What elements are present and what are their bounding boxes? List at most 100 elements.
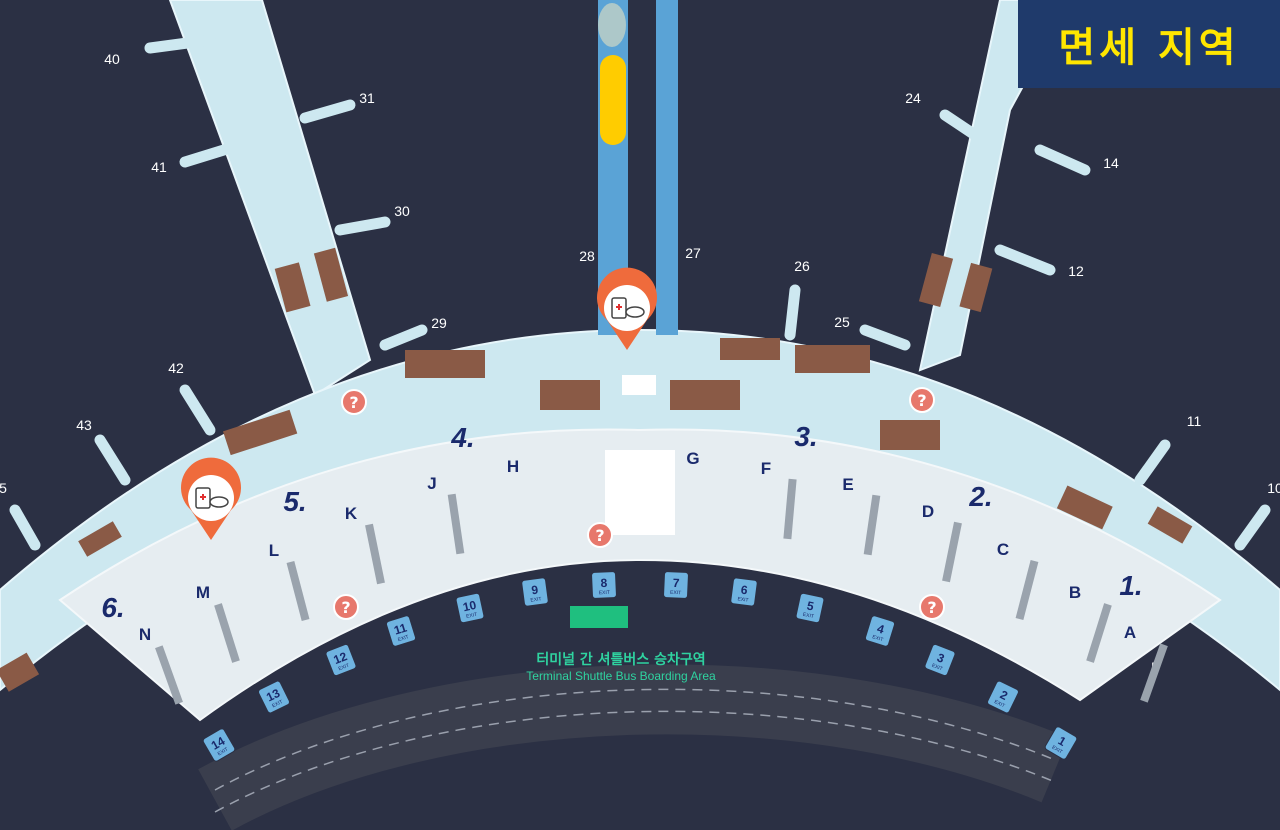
shop-blocks (0, 247, 1193, 692)
info-glyph: ? (341, 598, 350, 617)
question-mark-icon[interactable]: ? (909, 387, 935, 413)
exit-number: 14 (209, 734, 228, 753)
exit-label: EXIT (737, 596, 749, 603)
gate-number-label: 41 (151, 159, 167, 175)
exit-label: EXIT (871, 634, 883, 643)
exit-box (1044, 726, 1078, 760)
info-glyph: ? (917, 391, 926, 410)
exit-box (521, 577, 549, 607)
counter-letter: D (922, 502, 934, 521)
exit-number: 12 (332, 649, 350, 667)
zone-number: 4. (450, 422, 474, 453)
exit-label: EXIT (338, 663, 351, 673)
gate-number-label: 28 (579, 248, 595, 264)
exit-number: 5 (806, 598, 816, 613)
counter-letter: N (139, 625, 151, 644)
exit-label: EXIT (931, 663, 944, 673)
bus-area-english: Terminal Shuttle Bus Boarding Area (526, 669, 716, 683)
exit-box (663, 571, 689, 599)
exit-box (202, 728, 236, 762)
gate-number-label: 5 (0, 480, 7, 496)
info-glyph: ? (349, 393, 358, 412)
zone-number: 5. (283, 486, 306, 517)
gate-number-label: 31 (359, 90, 375, 106)
center-kiosk (622, 375, 656, 395)
counter-island (214, 603, 240, 663)
center-hall (605, 450, 675, 535)
zone-number: 6. (101, 592, 124, 623)
exit-number: 10 (462, 598, 478, 615)
gate-stubs (9, 34, 1271, 551)
counter-letter: G (686, 449, 699, 468)
counter-letter: B (1069, 583, 1081, 602)
exit-number: 11 (392, 620, 409, 637)
exit-label: EXIT (599, 590, 610, 596)
counter-letter: E (842, 475, 853, 494)
counter-letter: J (427, 474, 436, 493)
zone-number: 3. (794, 421, 817, 452)
pharmacy-pin-center[interactable] (597, 267, 657, 350)
counter-letter: C (997, 540, 1009, 559)
exit-label: EXIT (217, 747, 230, 758)
concourse (0, 0, 1280, 722)
gate-number-label: 26 (794, 258, 810, 274)
counter-letter: K (345, 504, 358, 523)
question-mark-icon[interactable]: ? (333, 594, 359, 620)
exit-number: 7 (672, 576, 680, 590)
counter-island (783, 478, 797, 540)
counter-island (942, 521, 962, 583)
counter-letter: F (761, 459, 771, 478)
zone-number: 2. (968, 481, 992, 512)
question-mark-icon[interactable]: ? (587, 522, 613, 548)
gate-number-label: 14 (1103, 155, 1119, 171)
counter-island (286, 560, 310, 622)
bus-stop-marker (570, 606, 628, 628)
pharmacy-pin-left[interactable] (181, 457, 241, 540)
counter-island (1140, 643, 1168, 703)
shuttle-train (600, 55, 626, 145)
exit-box (795, 592, 825, 624)
question-mark-icon[interactable]: ? (919, 594, 945, 620)
exit-label: EXIT (397, 634, 409, 643)
exit-label: EXIT (271, 699, 284, 709)
counter-island (1015, 559, 1039, 621)
exit-label: EXIT (466, 612, 478, 620)
gate-number-label: 24 (905, 90, 921, 106)
gate-number-label: 42 (168, 360, 184, 376)
counter-islands (155, 478, 1168, 705)
counter-letter: H (507, 457, 519, 476)
zone-badge: 면세 지역 (1018, 0, 1280, 88)
train-light (598, 3, 626, 47)
exit-box (385, 615, 417, 647)
shuttle-road (198, 664, 1069, 830)
exit-number: 4 (875, 621, 886, 636)
exit-number: 8 (600, 576, 608, 590)
exit-box (258, 680, 290, 714)
exit-box (924, 643, 956, 677)
question-mark-icon[interactable]: ? (341, 389, 367, 415)
counter-letter: A (1124, 623, 1136, 642)
counter-letter: M (196, 583, 210, 602)
counter-island (863, 494, 881, 556)
exit-box (455, 592, 485, 624)
gate-number-label: 30 (394, 203, 410, 219)
exit-label: EXIT (1051, 745, 1064, 756)
gate-number-label: 29 (431, 315, 447, 331)
gate-number-label: 12 (1068, 263, 1084, 279)
counter-island (1086, 603, 1112, 663)
exit-number: 9 (531, 583, 540, 598)
gate-labels: 4031413028272629252414124243115105 (0, 51, 1280, 675)
exit-label: EXIT (670, 590, 681, 596)
gate-number-label: 40 (104, 51, 120, 67)
gate-number-label: 11 (1187, 413, 1202, 429)
